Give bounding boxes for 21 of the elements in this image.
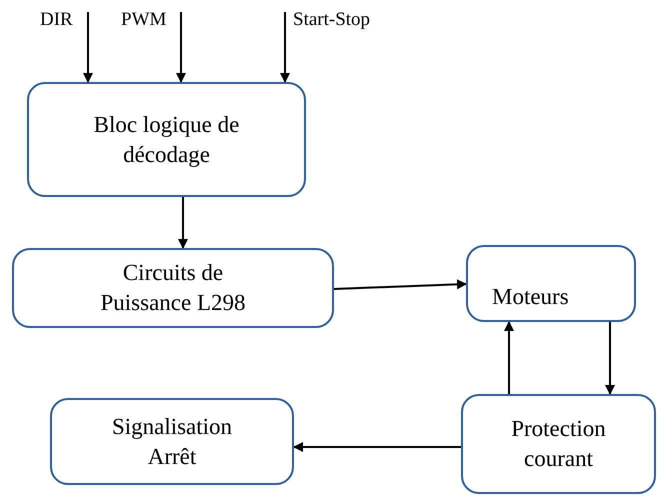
box-text: Signalisation Arrêt	[110, 412, 234, 470]
arrow	[178, 197, 188, 249]
arrow	[605, 322, 615, 395]
arrow	[83, 12, 93, 83]
process-box	[466, 245, 636, 322]
arrow	[293, 442, 461, 452]
box-text: Bloc logique de décodage	[93, 110, 240, 169]
arrow	[504, 321, 514, 394]
arrow	[176, 12, 186, 83]
process-box	[27, 82, 306, 197]
box-text: Circuits de Puissance L298	[99, 259, 246, 317]
box-text: Moteurs	[492, 283, 569, 312]
arrow	[334, 279, 467, 290]
signal-label: PWM	[121, 8, 185, 34]
process-box	[12, 248, 334, 328]
box-text: Protection courant	[510, 415, 607, 473]
signal-label: DIR	[18, 8, 92, 34]
process-box	[461, 394, 656, 494]
process-box	[50, 398, 294, 485]
signal-label: Start-Stop	[281, 8, 405, 34]
arrow	[280, 12, 290, 83]
